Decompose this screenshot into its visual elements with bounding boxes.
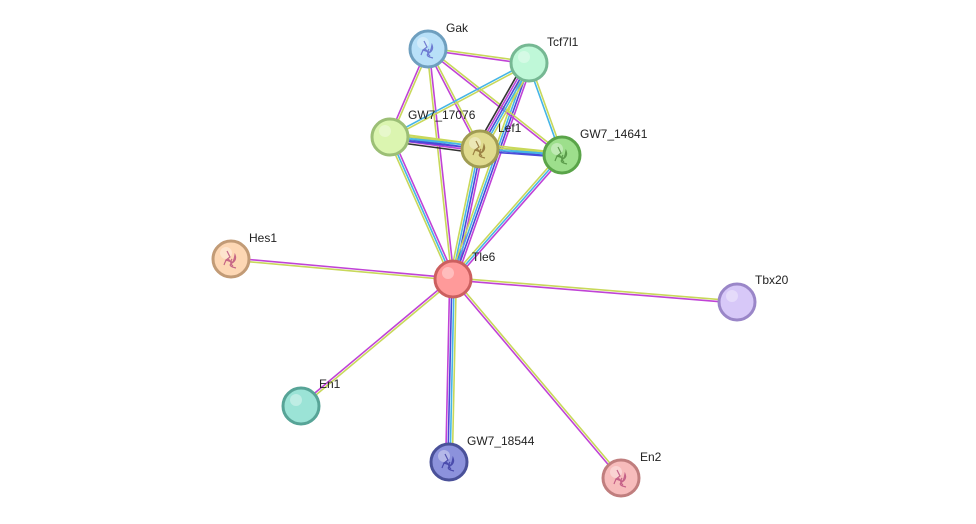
node-circle[interactable] [542, 135, 582, 175]
edge-line [231, 257, 454, 279]
node-circle[interactable] [408, 29, 448, 69]
edge-line [451, 279, 458, 463]
node-label: Gak [446, 21, 469, 35]
node-circle[interactable] [460, 129, 500, 169]
edge-Tle6-Tbx20 [452, 277, 738, 304]
edge-line [453, 277, 738, 302]
edge-line [451, 279, 621, 480]
node-label: Tbx20 [755, 273, 789, 287]
edge-line [426, 49, 453, 280]
node-circle[interactable] [370, 117, 410, 157]
protein-structure-icon [554, 146, 568, 165]
edge-line [453, 63, 531, 280]
edge-line [454, 155, 565, 281]
protein-structure-icon [472, 140, 486, 159]
node-tcf7l1[interactable]: Tcf7l1 [509, 35, 579, 83]
node-circle[interactable] [211, 239, 251, 279]
edge-Tle6-Hes1 [230, 257, 454, 281]
node-gw7_17076[interactable]: GW7_17076 [370, 108, 476, 157]
node-label: GW7_18544 [467, 434, 535, 448]
edge-Tcf7l1-GW7_17076 [389, 61, 530, 139]
edge-Tle6-GW7_18544 [444, 278, 458, 463]
edge-line [448, 148, 478, 279]
node-label: Hes1 [249, 231, 277, 245]
edge-line [450, 153, 561, 279]
node-highlight [442, 267, 454, 279]
node-circle[interactable] [717, 282, 757, 322]
node-label: GW7_17076 [408, 108, 476, 122]
node-circle[interactable] [429, 442, 469, 482]
edge-line [428, 48, 455, 279]
node-tbx20[interactable]: Tbx20 [717, 273, 789, 322]
edge-line [426, 49, 562, 157]
edge-line [391, 135, 456, 279]
protein-structure-icon [613, 469, 627, 488]
edge-line [230, 259, 453, 281]
protein-structure-icon [441, 453, 455, 472]
node-highlight [726, 290, 738, 302]
node-highlight [518, 51, 530, 63]
edge-line [428, 47, 564, 155]
edge-line [449, 279, 455, 463]
edge-line [449, 61, 527, 279]
edge-line [389, 136, 454, 280]
edge-Tle6-GW7_14641 [450, 153, 565, 281]
edge-line [447, 278, 453, 462]
node-gw7_14641[interactable]: GW7_14641 [542, 127, 648, 175]
edge-line [455, 63, 533, 281]
protein-structure-icon [223, 250, 237, 269]
node-circle[interactable] [433, 259, 473, 299]
node-circle[interactable] [509, 43, 549, 83]
node-hes1[interactable]: Hes1 [211, 231, 277, 279]
node-label: En2 [640, 450, 662, 464]
edge-line [390, 63, 530, 139]
edge-line [453, 277, 623, 478]
node-label: Lef1 [498, 121, 522, 135]
edge-Tle6-Tcf7l1 [449, 61, 533, 281]
edge-line [452, 154, 563, 280]
node-circle[interactable] [601, 458, 641, 498]
node-label: Tcf7l1 [547, 35, 579, 49]
edge-Tle6-En2 [451, 277, 623, 480]
protein-structure-icon [420, 40, 434, 59]
edge-line [301, 279, 455, 408]
edge-Tle6-En1 [299, 277, 455, 408]
node-lef1[interactable]: Lef1 [460, 121, 522, 169]
node-gw7_18544[interactable]: GW7_18544 [429, 434, 535, 482]
edge-line [389, 61, 529, 137]
edge-Tle6-GW7_17076 [387, 135, 456, 281]
edge-Gak-GW7_14641 [426, 47, 564, 157]
node-en1[interactable]: En1 [281, 377, 341, 426]
node-highlight [379, 125, 391, 137]
edge-line [451, 62, 529, 279]
edge-line [299, 277, 453, 406]
node-label: En1 [319, 377, 341, 391]
edge-Tle6-Gak [426, 48, 455, 280]
node-en2[interactable]: En2 [601, 450, 662, 498]
node-tle6[interactable]: Tle6 [433, 250, 496, 299]
node-gak[interactable]: Gak [408, 21, 469, 69]
edge-line [387, 137, 452, 281]
node-label: Tle6 [472, 250, 496, 264]
node-circle[interactable] [281, 386, 321, 426]
node-highlight [290, 394, 302, 406]
edge-line [452, 279, 737, 304]
node-label: GW7_14641 [580, 127, 648, 141]
edge-line [444, 278, 451, 462]
